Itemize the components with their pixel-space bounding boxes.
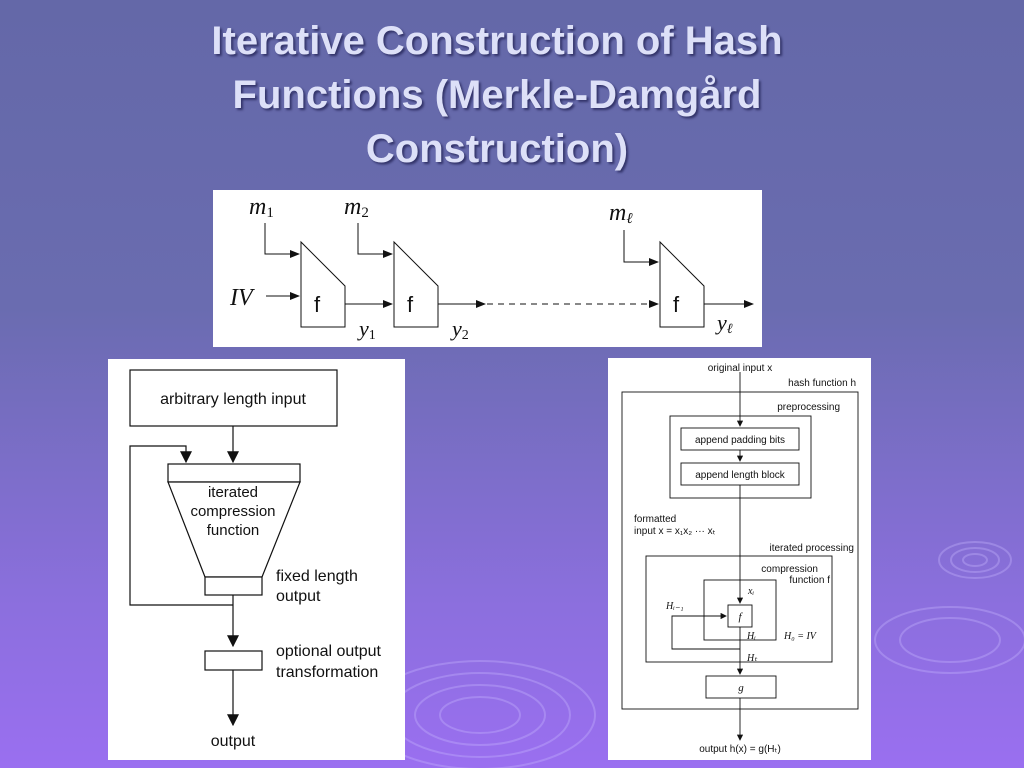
g-label: g — [738, 682, 744, 694]
block-label-2: f — [407, 292, 414, 317]
iterated-box — [645, 555, 833, 663]
label-m1: m1 — [249, 194, 274, 221]
label-m2: m2 — [344, 194, 369, 221]
padding-label: append padding bits — [695, 435, 785, 446]
block-label-l: f — [673, 292, 680, 317]
title-line-1: Iterative Construction of Hash — [211, 19, 783, 63]
hash-function-label: hash function h — [788, 378, 856, 389]
chain-diagram-panel: m1 m2 mℓ IV f f f y1 y2 yℓ — [213, 190, 762, 347]
ht-label: Hₜ — [746, 653, 758, 664]
optional-transform-box — [204, 650, 263, 671]
h-prev-label: Hᵢ₋₁ — [665, 601, 684, 612]
output-label: output — [211, 733, 256, 750]
compression-block-2 — [393, 240, 439, 328]
fixed-output-label-1: fixed length — [276, 568, 358, 585]
slide-title: Iterative Construction of Hash Functions… — [92, 14, 902, 176]
compression-block-l — [659, 240, 705, 328]
compression-label-1: iterated — [208, 484, 258, 501]
compression-label-2: compression — [190, 503, 275, 520]
xi-label: xᵢ — [747, 586, 754, 597]
optional-label-2: transformation — [276, 664, 378, 681]
compression-top-bar — [167, 463, 301, 483]
label-y2: y2 — [450, 316, 469, 343]
optional-label-1: optional output — [276, 643, 382, 660]
formatted-label-2: input x = x₁x₂ ··· xₜ — [634, 526, 716, 537]
fixed-output-label-2: output — [276, 588, 321, 605]
preprocessing-label: preprocessing — [777, 402, 840, 413]
label-yl: yℓ — [715, 310, 733, 337]
title-line-2: Functions (Merkle-Damgård — [232, 73, 762, 117]
formatted-label-1: formatted — [634, 514, 676, 525]
flow-diagram-panel: arbitrary length input iterated compress… — [108, 359, 405, 760]
input-label: arbitrary length input — [160, 391, 306, 408]
detail-diagram-panel: original input x hash function h preproc… — [608, 358, 871, 760]
chain-diagram: m1 m2 mℓ IV f f f y1 y2 yℓ — [229, 194, 754, 343]
label-y1: y1 — [357, 316, 376, 343]
preprocessing-box — [669, 415, 812, 499]
flow-diagram: arbitrary length input iterated compress… — [129, 369, 382, 750]
length-label: append length block — [695, 470, 786, 481]
g-box — [705, 675, 777, 699]
compression-label-2: function f — [789, 575, 830, 586]
hi-label: Hᵢ — [746, 631, 756, 642]
iterated-processing-label: iterated processing — [770, 543, 855, 554]
block-label-1: f — [314, 292, 321, 317]
output-label: output h(x) = g(Hₜ) — [699, 744, 781, 755]
h0-label: H₀ = IV — [783, 631, 818, 642]
title-line-3: Construction) — [365, 127, 629, 171]
label-ml: mℓ — [609, 200, 633, 227]
label-iv: IV — [229, 285, 255, 311]
input-box — [129, 369, 338, 427]
original-input-label: original input x — [708, 363, 772, 374]
compression-label-1: compression — [761, 564, 818, 575]
compression-block-1 — [300, 240, 346, 328]
detail-diagram: original input x hash function h preproc… — [621, 363, 859, 755]
fixed-output-box — [204, 576, 263, 596]
f-label: f — [738, 611, 743, 623]
compression-label-3: function — [207, 522, 260, 539]
